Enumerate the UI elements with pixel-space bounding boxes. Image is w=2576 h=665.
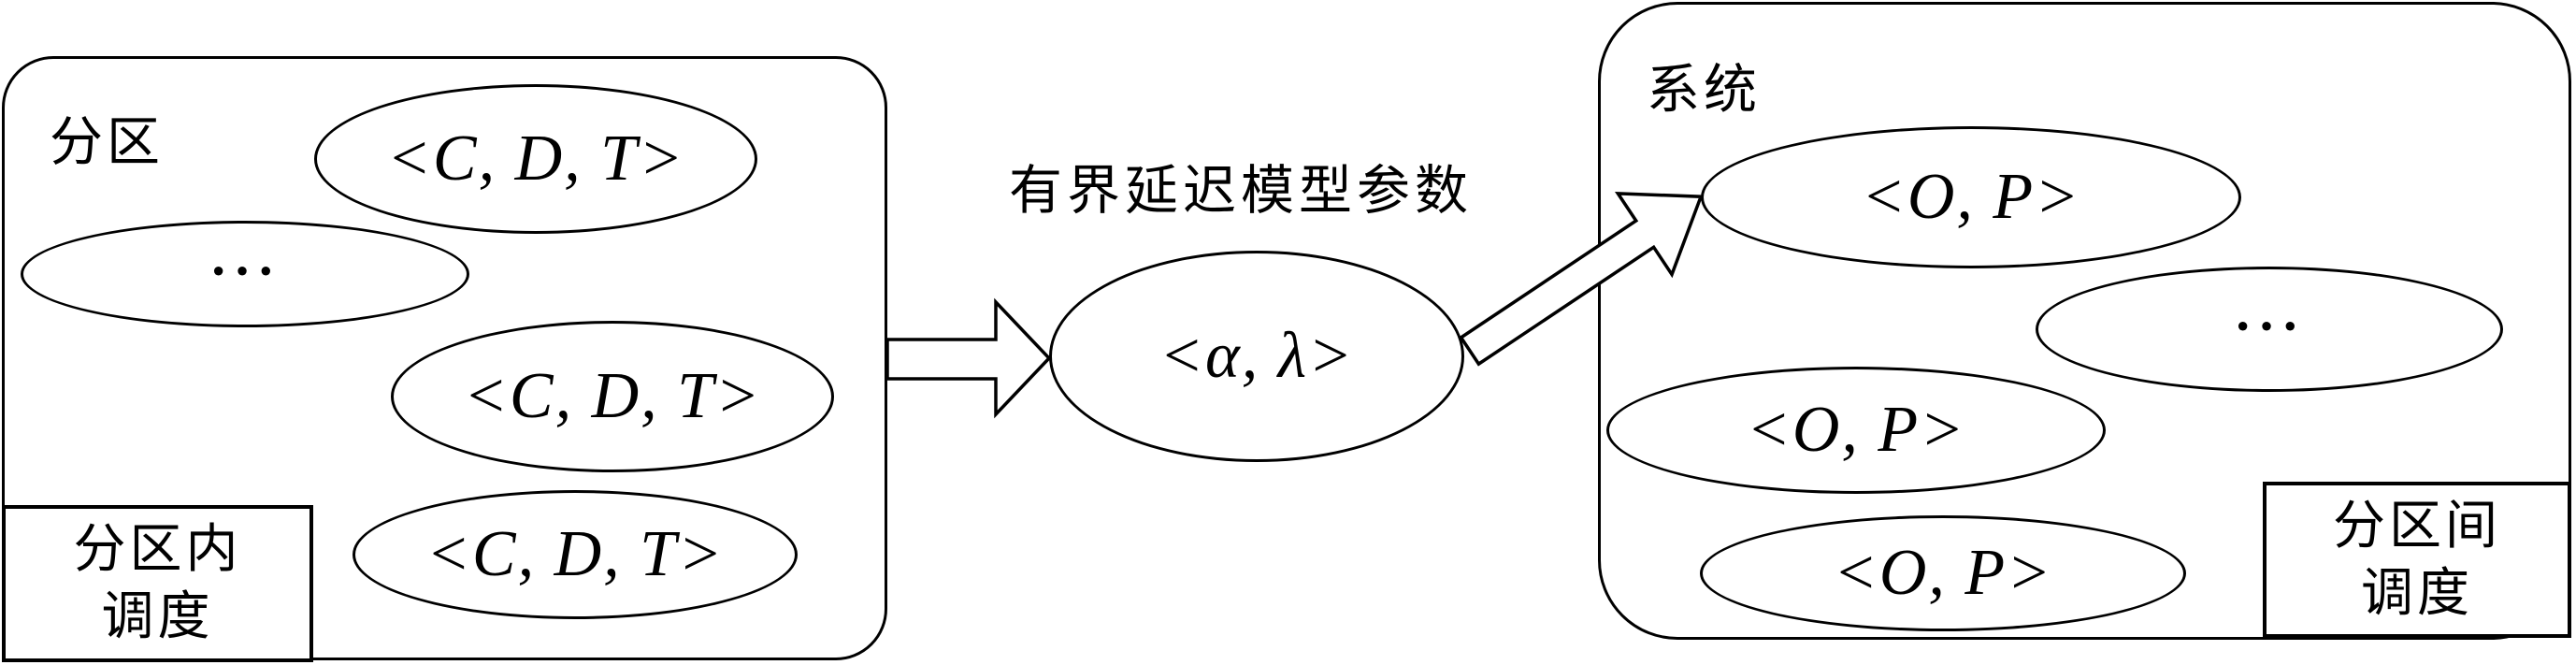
task-tuple-label: <C, D, T> xyxy=(463,360,762,432)
partition-box-title: 分区 xyxy=(50,113,164,172)
task-tuple-label: <C, D, T> xyxy=(425,518,725,590)
task-ellipse-cdt-2: <C, D, T> xyxy=(391,321,834,472)
task-ellipse-more: ··· xyxy=(21,221,469,327)
inter-partition-scheduling-box: 分区间 调度 xyxy=(2263,482,2571,638)
intra-partition-scheduling-line1: 分区内 xyxy=(73,521,242,579)
partition-ellipse-op-3: <O, P> xyxy=(1700,515,2186,631)
partition-ellipse-op-1: <O, P> xyxy=(1701,126,2241,268)
inter-partition-scheduling-line2: 调度 xyxy=(2361,564,2473,623)
block-arrow-partition-to-parameters xyxy=(885,297,1052,419)
bounded-delay-model-caption: 有界延迟模型参数 xyxy=(1009,162,1473,221)
task-ellipse-cdt-3: <C, D, T> xyxy=(353,490,798,619)
parameter-tuple-label: <α, λ> xyxy=(1158,320,1355,392)
ellipsis-dots: ··· xyxy=(2233,295,2306,356)
partition-tuple-label: <O, P> xyxy=(1833,537,2053,609)
partition-tuple-label: <O, P> xyxy=(1861,161,2081,233)
ellipsis-dots: ··· xyxy=(209,239,281,301)
system-box-title: 系统 xyxy=(1647,61,1761,120)
partition-tuple-label: <O, P> xyxy=(1746,394,1966,466)
intra-partition-scheduling-line2: 调度 xyxy=(101,588,214,646)
partition-ellipse-more: ··· xyxy=(2036,267,2503,392)
task-ellipse-cdt-1: <C, D, T> xyxy=(314,84,757,234)
task-tuple-label: <C, D, T> xyxy=(386,123,685,195)
partition-ellipse-op-2: <O, P> xyxy=(1606,367,2106,494)
parameter-ellipse-alpha-lambda: <α, λ> xyxy=(1049,251,1464,462)
intra-partition-scheduling-box: 分区内 调度 xyxy=(2,505,313,662)
inter-partition-scheduling-line1: 分区间 xyxy=(2333,497,2501,556)
